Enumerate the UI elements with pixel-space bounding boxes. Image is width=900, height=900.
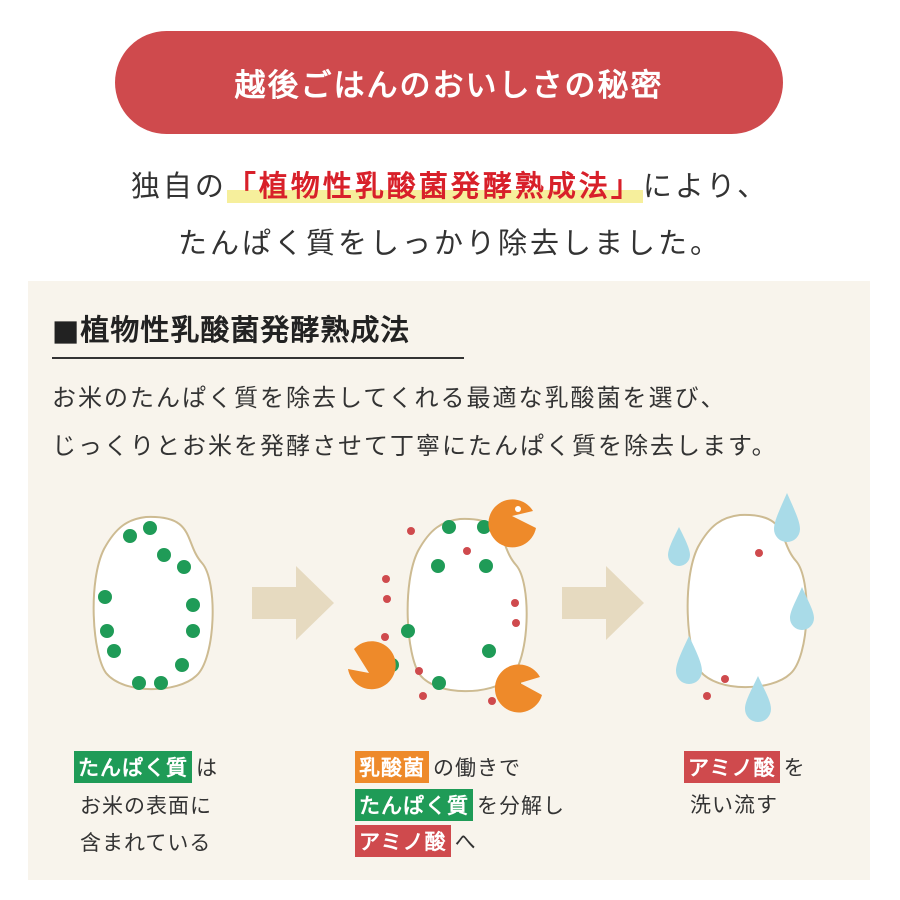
water-drop-icon bbox=[676, 636, 702, 684]
intro-line-2: たんぱく質をしっかり除去しました。 bbox=[177, 226, 722, 260]
water-drop-icon bbox=[790, 587, 814, 630]
section-desc-line-2: じっくりとお米を発酵させて丁寧にたんぱく質を除去します。 bbox=[52, 432, 778, 460]
step-2-text-3: へ bbox=[454, 830, 477, 854]
method-panel: ■植物性乳酸菌発酵熟成法 お米のたんぱく質を除去してくれる最適な乳酸菌を選び、 … bbox=[28, 281, 870, 880]
step-2-text-2: を分解し bbox=[477, 794, 565, 818]
lactic-bacteria-top bbox=[488, 499, 536, 548]
lactic-bacteria-left bbox=[348, 641, 396, 690]
protein-dots-1 bbox=[98, 521, 200, 690]
step-2-line-2: たんぱく質を分解し bbox=[355, 789, 565, 821]
water-drop-icon bbox=[745, 676, 771, 722]
rice-grain-2 bbox=[348, 499, 542, 713]
water-drop-icon bbox=[774, 493, 800, 542]
amino-dots-3 bbox=[703, 549, 763, 700]
protein-tag: たんぱく質 bbox=[74, 751, 192, 783]
bacteria-tag: 乳酸菌 bbox=[355, 751, 429, 783]
intro-prefix: 独自の bbox=[130, 169, 227, 203]
step-2-text-1: の働きで bbox=[433, 756, 521, 780]
step-1-line-2: お米の表面に bbox=[80, 794, 212, 818]
step-2-caption: 乳酸菌の働きで bbox=[355, 751, 521, 783]
arrow-right-2 bbox=[562, 566, 644, 640]
section-underline bbox=[52, 357, 464, 359]
step-3-caption: アミノ酸を bbox=[684, 751, 806, 783]
arrow-right-1 bbox=[252, 566, 334, 640]
water-drops bbox=[668, 493, 814, 722]
amino-tag: アミノ酸 bbox=[684, 751, 780, 783]
process-diagram bbox=[92, 493, 814, 722]
step-3-line-2: 洗い流す bbox=[690, 793, 778, 817]
title-banner: 越後ごはんのおいしさの秘密 bbox=[115, 31, 783, 134]
protein-tag: たんぱく質 bbox=[355, 789, 473, 821]
rice-grain-1 bbox=[92, 515, 214, 691]
step-1-text: は bbox=[196, 756, 218, 780]
step-1-line-3: 含まれている bbox=[80, 831, 212, 855]
step-3-text: を bbox=[783, 756, 806, 780]
step-1-caption: たんぱく質は bbox=[74, 751, 218, 783]
amino-tag: アミノ酸 bbox=[355, 825, 451, 857]
section-title: ■植物性乳酸菌発酵熟成法 bbox=[52, 313, 411, 347]
intro-highlight: 「植物性乳酸菌発酵熟成法」 bbox=[226, 169, 643, 203]
banner-title: 越後ごはんのおいしさの秘密 bbox=[234, 68, 664, 104]
rice-grain-3 bbox=[668, 493, 814, 722]
protein-dots-2 bbox=[385, 520, 521, 691]
section-desc-line-1: お米のたんぱく質を除去してくれる最適な乳酸菌を選び、 bbox=[52, 384, 727, 412]
intro-line-1: 独自の「植物性乳酸菌発酵熟成法」により、 bbox=[0, 163, 900, 205]
lactic-bacteria-right bbox=[494, 664, 542, 713]
step-2-line-3: アミノ酸へ bbox=[355, 825, 477, 857]
water-drop-icon bbox=[668, 527, 690, 566]
intro-suffix: により、 bbox=[642, 169, 770, 203]
